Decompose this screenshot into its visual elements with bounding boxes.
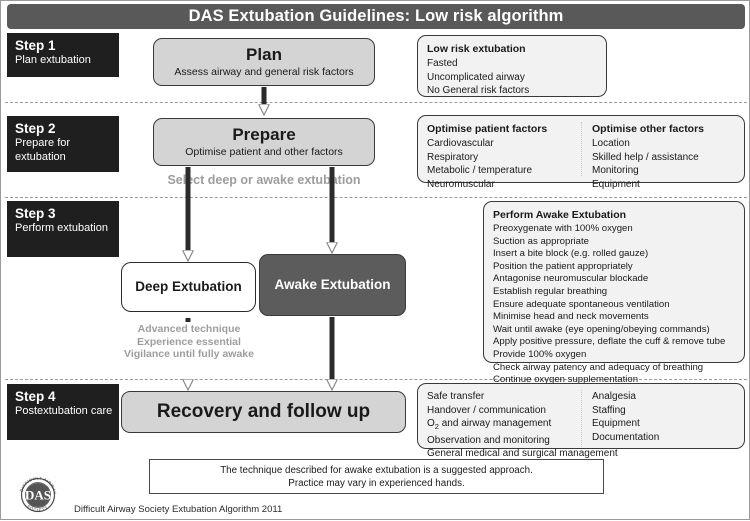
panel-low-risk-item: Uncomplicated airway	[427, 71, 525, 83]
panel-low-risk-item: No General risk factors	[427, 85, 530, 96]
panel-postextubation-item: Analgesia	[592, 391, 636, 402]
panel-low-risk-heading: Low risk extubation	[427, 43, 526, 55]
prepare-subtitle: Optimise patient and other factors	[185, 146, 343, 158]
das-logo-ring-bottom: SOCIETY	[26, 503, 48, 512]
panel-optimise-patient-item: Cardiovascular	[427, 138, 494, 149]
panel-awake-item: Wait until awake (eye opening/obeying co…	[493, 323, 710, 335]
panel-awake-heading: Perform Awake Extubation	[493, 209, 627, 221]
panel-awake-item: Apply positive pressure, deflate the cuf…	[493, 336, 726, 348]
panel-optimise-patient-column: Optimise patient factors Cardiovascular …	[427, 122, 581, 190]
band-divider-1	[5, 102, 747, 103]
step-label-2: Step 2 Prepare for extubation	[7, 116, 119, 172]
panel-optimise-other-column: Optimise other factors Location Skilled …	[581, 122, 735, 190]
hint-deep-caution: Advanced technique Experience essential …	[109, 323, 269, 361]
panel-low-risk-extubation: Low risk extubation Fasted Uncomplicated…	[417, 35, 607, 97]
hint-deep-line-1: Advanced technique	[137, 323, 241, 335]
panel-postextubation-right-column: Analgesia Staffing Equipment Documentati…	[581, 390, 735, 447]
panel-awake-item: Minimise head and neck movements	[493, 311, 649, 323]
panel-awake-item: Insert a bite block (e.g. rolled gauze)	[493, 248, 649, 260]
panel-optimise-other-item: Equipment	[592, 178, 640, 190]
panel-awake-item: Suction as appropriate	[493, 235, 589, 247]
panel-awake-item: Provide 100% oxygen	[493, 348, 587, 360]
deep-extubation-title: Deep Extubation	[135, 279, 242, 294]
footnote-line-2: Practice may vary in experienced hands.	[288, 477, 465, 489]
recovery-title: Recovery and follow up	[156, 401, 371, 422]
awake-extubation-title: Awake Extubation	[274, 277, 391, 292]
band-divider-3	[5, 379, 747, 380]
panel-optimise-patient-item: Respiratory	[427, 151, 479, 163]
page-title: DAS Extubation Guidelines: Low risk algo…	[188, 7, 564, 25]
poster-title-bar: DAS Extubation Guidelines: Low risk algo…	[7, 4, 745, 29]
panel-optimise-factors: Optimise patient factors Cardiovascular …	[417, 115, 745, 190]
step-number-2: Step 2	[15, 121, 56, 136]
das-logo-text: DAS	[25, 488, 51, 503]
hint-deep-line-2: Experience essential	[137, 335, 241, 348]
panel-postextubation-item-full: General medical and surgical management	[427, 448, 618, 459]
plan-title: Plan	[246, 45, 282, 64]
panel-optimise-patient-item: Metabolic / temperature	[427, 165, 533, 176]
process-box-prepare: Prepare Optimise patient and other facto…	[153, 118, 375, 166]
prepare-title: Prepare	[232, 125, 296, 144]
panel-postextubation-item: Documentation	[592, 431, 660, 443]
process-box-awake-extubation: Awake Extubation	[259, 254, 406, 316]
das-logo: DAS DIFFICULT AIRWAY SOCIETY	[19, 475, 57, 512]
step-subtitle-3: Perform extubation	[15, 222, 108, 234]
step-number-1: Step 1	[15, 38, 56, 53]
hint-deep-line-3: Vigilance until fully awake	[124, 348, 254, 360]
panel-postextubation-item: Handover / communication	[427, 404, 546, 416]
svg-text:SOCIETY: SOCIETY	[26, 503, 49, 512]
panel-optimise-other-item: Location	[592, 138, 630, 149]
o2-prefix: O	[427, 418, 435, 429]
panel-optimise-patient-heading: Optimise patient factors	[427, 123, 548, 135]
o2-subscript: 2	[434, 422, 439, 431]
panel-postextubation-care: Safe transfer Handover / communication O…	[417, 383, 745, 459]
panel-awake-item: Continue oxygen supplementation	[493, 374, 639, 386]
panel-postextubation-item-o2: O2 and airway management	[427, 417, 581, 434]
step-label-4: Step 4 Postextubation care	[7, 384, 119, 440]
panel-awake-item: Establish regular breathing	[493, 285, 608, 297]
step-number-4: Step 4	[15, 389, 56, 404]
panel-low-risk-item: Fasted	[427, 58, 458, 69]
footnote-line-1: The technique described for awake extuba…	[220, 464, 533, 476]
panel-awake-item: Position the patient appropriately	[493, 260, 633, 272]
panel-postextubation-left-column: Safe transfer Handover / communication O…	[427, 390, 581, 447]
step-subtitle-2: Prepare for extubation	[15, 137, 71, 163]
panel-awake-item: Antagonise neuromuscular blockade	[493, 273, 649, 285]
panel-postextubation-item: Equipment	[592, 418, 640, 429]
process-box-plan: Plan Assess airway and general risk fact…	[153, 38, 375, 86]
panel-postextubation-item: Staffing	[592, 404, 626, 416]
o2-rest: and airway management	[438, 418, 552, 429]
panel-postextubation-item: Observation and monitoring	[427, 434, 550, 446]
band-divider-2	[5, 197, 747, 198]
process-box-recovery: Recovery and follow up	[121, 391, 406, 433]
step-label-1: Step 1 Plan extubation	[7, 33, 119, 77]
hint-select-extubation: Select deep or awake extubation	[167, 173, 361, 187]
step-subtitle-4: Postextubation care	[15, 405, 113, 417]
step-label-3: Step 3 Perform extubation	[7, 201, 119, 257]
panel-awake-item: Ensure adequate spontaneous ventilation	[493, 298, 670, 310]
step-number-3: Step 3	[15, 206, 56, 221]
credit-line: Difficult Airway Society Extubation Algo…	[74, 504, 283, 515]
panel-perform-awake-extubation: Perform Awake Extubation Preoxygenate wi…	[483, 201, 745, 385]
plan-subtitle: Assess airway and general risk factors	[174, 66, 354, 78]
panel-optimise-other-item: Monitoring	[592, 165, 639, 176]
panel-optimise-patient-item: Neuromuscular	[427, 178, 495, 190]
panel-awake-item: Check airway patency and adequacy of bre…	[493, 361, 704, 373]
panel-optimise-other-heading: Optimise other factors	[592, 123, 705, 135]
process-box-deep-extubation: Deep Extubation	[121, 262, 256, 312]
panel-optimise-other-item: Skilled help / assistance	[592, 151, 699, 163]
step-subtitle-1: Plan extubation	[15, 54, 91, 66]
footnote-box: The technique described for awake extuba…	[149, 459, 604, 494]
panel-awake-item: Preoxygenate with 100% oxygen	[493, 223, 633, 234]
panel-postextubation-item: Safe transfer	[427, 391, 485, 402]
